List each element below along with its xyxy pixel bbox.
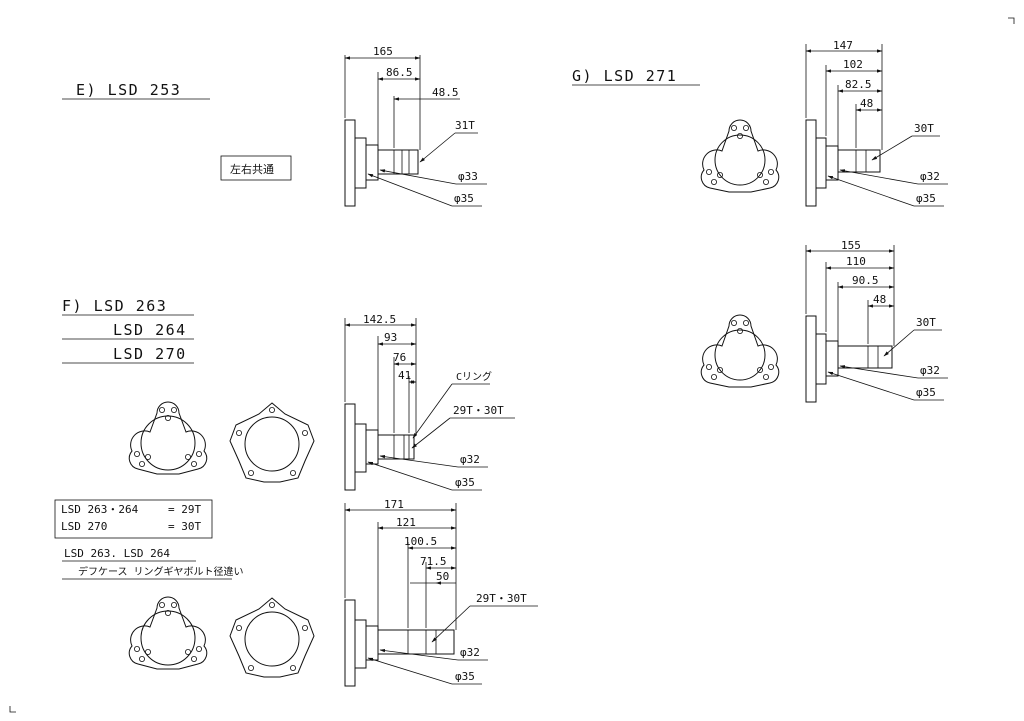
note-left-right-common: 左右共通 [230, 162, 274, 176]
section-f-title-264: LSD 264 [113, 321, 187, 339]
dim-g1-82-5: 82.5 [845, 78, 872, 91]
dim-g2-48: 48 [873, 293, 886, 306]
shaft-f-lower [344, 599, 455, 687]
dim-g2-155: 155 [841, 239, 861, 252]
section-e: E) LSD 253 左右共通 165 86.5 48.5 31T [62, 45, 487, 207]
shaft-e [344, 119, 419, 207]
dim-f2-50: 50 [436, 570, 449, 583]
table-row2-left: LSD 270 [61, 520, 107, 533]
dim-f1-41: 41 [398, 369, 411, 382]
corner-mark-top-right [1008, 17, 1015, 24]
label-g2-phi35: φ35 [916, 386, 936, 399]
label-e-31t: 31T [455, 119, 475, 132]
table-row1-left: LSD 263・264 [61, 503, 139, 516]
label-g2-30t: 30T [916, 316, 936, 329]
table-row2-right: = 30T [168, 520, 201, 533]
flange-f-3bolt-upper [128, 401, 208, 475]
dim-g1-102: 102 [843, 58, 863, 71]
flange-f-5bolt-upper [229, 402, 315, 483]
dim-f1-93: 93 [384, 331, 397, 344]
dim-f2-71-5: 71.5 [420, 555, 447, 568]
label-g1-phi32: φ32 [920, 170, 940, 183]
label-g2-phi32: φ32 [920, 364, 940, 377]
flange-g-upper [700, 119, 780, 193]
section-f-title-270: LSD 270 [113, 345, 187, 363]
flange-g-lower [700, 314, 780, 388]
label-f2-phi35: φ35 [455, 670, 475, 683]
section-g: G) LSD 271 147 102 [572, 39, 948, 403]
note-ring-gear-bolt: デフケース リングギヤボルト径違い [78, 565, 244, 578]
dim-g2-110: 110 [846, 255, 866, 268]
note-lsd-263-264: LSD 263. LSD 264 [64, 547, 170, 560]
table-row1-right: = 29T [168, 503, 201, 516]
corner-mark-bottom-left [9, 706, 16, 713]
label-f2-teeth: 29T・30T [476, 592, 527, 605]
dim-f2-171: 171 [384, 498, 404, 511]
label-f1-teeth: 29T・30T [453, 404, 504, 417]
dim-g1-147: 147 [833, 39, 853, 52]
section-e-title: E) LSD 253 [76, 81, 181, 99]
dim-e-48-5: 48.5 [432, 86, 459, 99]
label-e-phi33: φ33 [458, 170, 478, 183]
dim-g1-48: 48 [860, 97, 873, 110]
shaft-f-upper [344, 403, 415, 491]
shaft-g-lower [805, 315, 893, 403]
section-g-title: G) LSD 271 [572, 67, 677, 85]
note-box-left-right-common [220, 155, 292, 181]
flange-f-3bolt-lower [128, 596, 208, 670]
dim-g2-90-5: 90.5 [852, 274, 879, 287]
label-f1-phi35: φ35 [455, 476, 475, 489]
section-f: F) LSD 263 LSD 264 LSD 270 LSD 263・264 =… [54, 297, 538, 687]
dim-e-86-5: 86.5 [386, 66, 413, 79]
label-e-phi35: φ35 [454, 192, 474, 205]
label-f1-phi32: φ32 [460, 453, 480, 466]
section-f-title-263: F) LSD 263 [62, 297, 167, 315]
teeth-table [54, 499, 213, 539]
shaft-g-upper [805, 119, 881, 207]
dim-e-165: 165 [373, 45, 393, 58]
dim-f1-142-5: 142.5 [363, 313, 396, 326]
label-g1-phi35: φ35 [916, 192, 936, 205]
dim-f2-100-5: 100.5 [404, 535, 437, 548]
label-g1-30t: 30T [914, 122, 934, 135]
label-f2-phi32: φ32 [460, 646, 480, 659]
dim-f2-121: 121 [396, 516, 416, 529]
dim-f1-76: 76 [393, 351, 406, 364]
flange-f-5bolt-lower [229, 597, 315, 678]
label-f1-c-ring: Cリング [456, 370, 492, 383]
